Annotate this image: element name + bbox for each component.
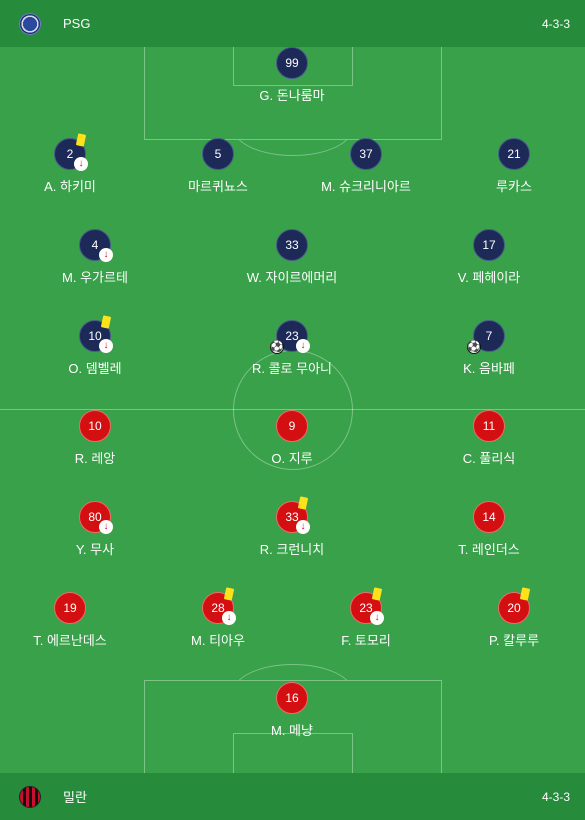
away-player-14[interactable]: 14 T. 레인더스	[414, 501, 564, 557]
away-team-name: 밀란	[63, 790, 87, 805]
player-name: C. 풀리식	[462, 451, 516, 466]
player-number: 99	[276, 47, 308, 79]
player-number: 33	[276, 229, 308, 261]
player-number: 19	[54, 592, 86, 624]
goal-ball-icon: ⚽	[270, 340, 284, 354]
home-player-33[interactable]: 33 W. 자이르에머리	[217, 229, 367, 285]
player-name: R. 콜로 무아니	[251, 361, 333, 376]
away-player-28[interactable]: 28↓M. 티아우	[143, 587, 293, 648]
substitution-icon: ↓	[296, 339, 310, 353]
substitution-icon: ↓	[74, 157, 88, 171]
player-number: 14	[473, 501, 505, 533]
player-name: O. 뎀벨레	[68, 361, 122, 376]
player-name: R. 크런니치	[259, 542, 325, 557]
away-player-11[interactable]: 11 C. 풀리식	[414, 410, 564, 466]
player-name: K. 음바페	[463, 361, 515, 376]
substitution-icon: ↓	[99, 520, 113, 534]
player-name: M. 슈크리니아르	[321, 179, 411, 194]
home-team-bar[interactable]: PSG 4-3-3	[0, 0, 585, 47]
substitution-icon: ↓	[370, 611, 384, 625]
home-player-7[interactable]: 7⚽ K. 음바페	[414, 320, 564, 376]
yellow-card-icon	[75, 133, 87, 147]
player-number: 7	[473, 320, 505, 352]
player-name: F. 토모리	[341, 633, 391, 648]
player-number: 9	[276, 410, 308, 442]
psg-crest-icon	[19, 12, 41, 35]
home-player-99[interactable]: 99 G. 돈나룸마	[217, 47, 367, 103]
player-number: 23	[276, 320, 308, 352]
player-number: 21	[498, 138, 530, 170]
home-player-2[interactable]: 2↓A. 하키미	[0, 133, 145, 194]
player-name: G. 돈나룸마	[259, 88, 325, 103]
yellow-card-icon	[519, 587, 531, 601]
home-player-4[interactable]: 4↓M. 우가르테	[20, 229, 170, 285]
player-number: 11	[473, 410, 505, 442]
home-team-name: PSG	[63, 16, 91, 31]
yellow-card-icon	[371, 587, 383, 601]
home-player-23[interactable]: 23↓ ⚽ R. 콜로 무아니	[217, 320, 367, 376]
home-player-10[interactable]: 10↓O. 뎀벨레	[20, 315, 170, 376]
away-player-9[interactable]: 9 O. 지루	[217, 410, 367, 466]
player-name: M. 우가르테	[62, 270, 128, 285]
player-name: T. 레인더스	[458, 542, 520, 557]
away-formation: 4-3-3	[541, 789, 570, 804]
goal-ball-icon: ⚽	[467, 340, 481, 354]
player-name: W. 자이르에머리	[246, 270, 338, 285]
player-number: 37	[350, 138, 382, 170]
milan-crest-icon	[19, 785, 41, 808]
home-player-37[interactable]: 37 M. 슈크리니아르	[291, 138, 441, 194]
home-player-21[interactable]: 21 루카스	[439, 138, 585, 194]
player-name: A. 하키미	[44, 179, 96, 194]
away-player-80[interactable]: 80↓Y. 무사	[20, 501, 170, 557]
player-name: V. 페헤이라	[457, 270, 521, 285]
player-number: 5	[202, 138, 234, 170]
player-name: 루카스	[496, 179, 532, 194]
away-team-bar[interactable]: 밀란 4-3-3	[0, 773, 585, 820]
substitution-icon: ↓	[296, 520, 310, 534]
player-name: R. 레앙	[74, 451, 116, 466]
substitution-icon: ↓	[99, 248, 113, 262]
away-player-16[interactable]: 16 M. 메냥	[217, 682, 367, 738]
player-number: 17	[473, 229, 505, 261]
player-number: 10	[79, 410, 111, 442]
player-name: M. 메냥	[271, 723, 313, 738]
player-name: Y. 무사	[75, 542, 115, 557]
player-name: O. 지루	[271, 451, 313, 466]
player-number: 16	[276, 682, 308, 714]
player-name: M. 티아우	[191, 633, 245, 648]
player-name: P. 칼루루	[488, 633, 540, 648]
away-player-20[interactable]: 20 P. 칼루루	[439, 587, 585, 648]
away-player-23[interactable]: 23↓F. 토모리	[291, 587, 441, 648]
player-name: T. 에르난데스	[33, 633, 107, 648]
yellow-card-icon	[100, 315, 112, 329]
away-player-33[interactable]: 33↓R. 크런니치	[217, 496, 367, 557]
substitution-icon: ↓	[222, 611, 236, 625]
yellow-card-icon	[223, 587, 235, 601]
player-name: 마르퀴뇨스	[188, 179, 248, 194]
home-formation: 4-3-3	[541, 16, 570, 31]
home-player-17[interactable]: 17 V. 페헤이라	[414, 229, 564, 285]
player-number: 20	[498, 592, 530, 624]
substitution-icon: ↓	[99, 339, 113, 353]
bottom-goal-box	[233, 733, 353, 774]
away-player-19[interactable]: 19 T. 에르난데스	[0, 592, 145, 648]
away-player-10[interactable]: 10 R. 레앙	[20, 410, 170, 466]
yellow-card-icon	[297, 496, 309, 510]
home-player-5[interactable]: 5 마르퀴뇨스	[143, 138, 293, 194]
